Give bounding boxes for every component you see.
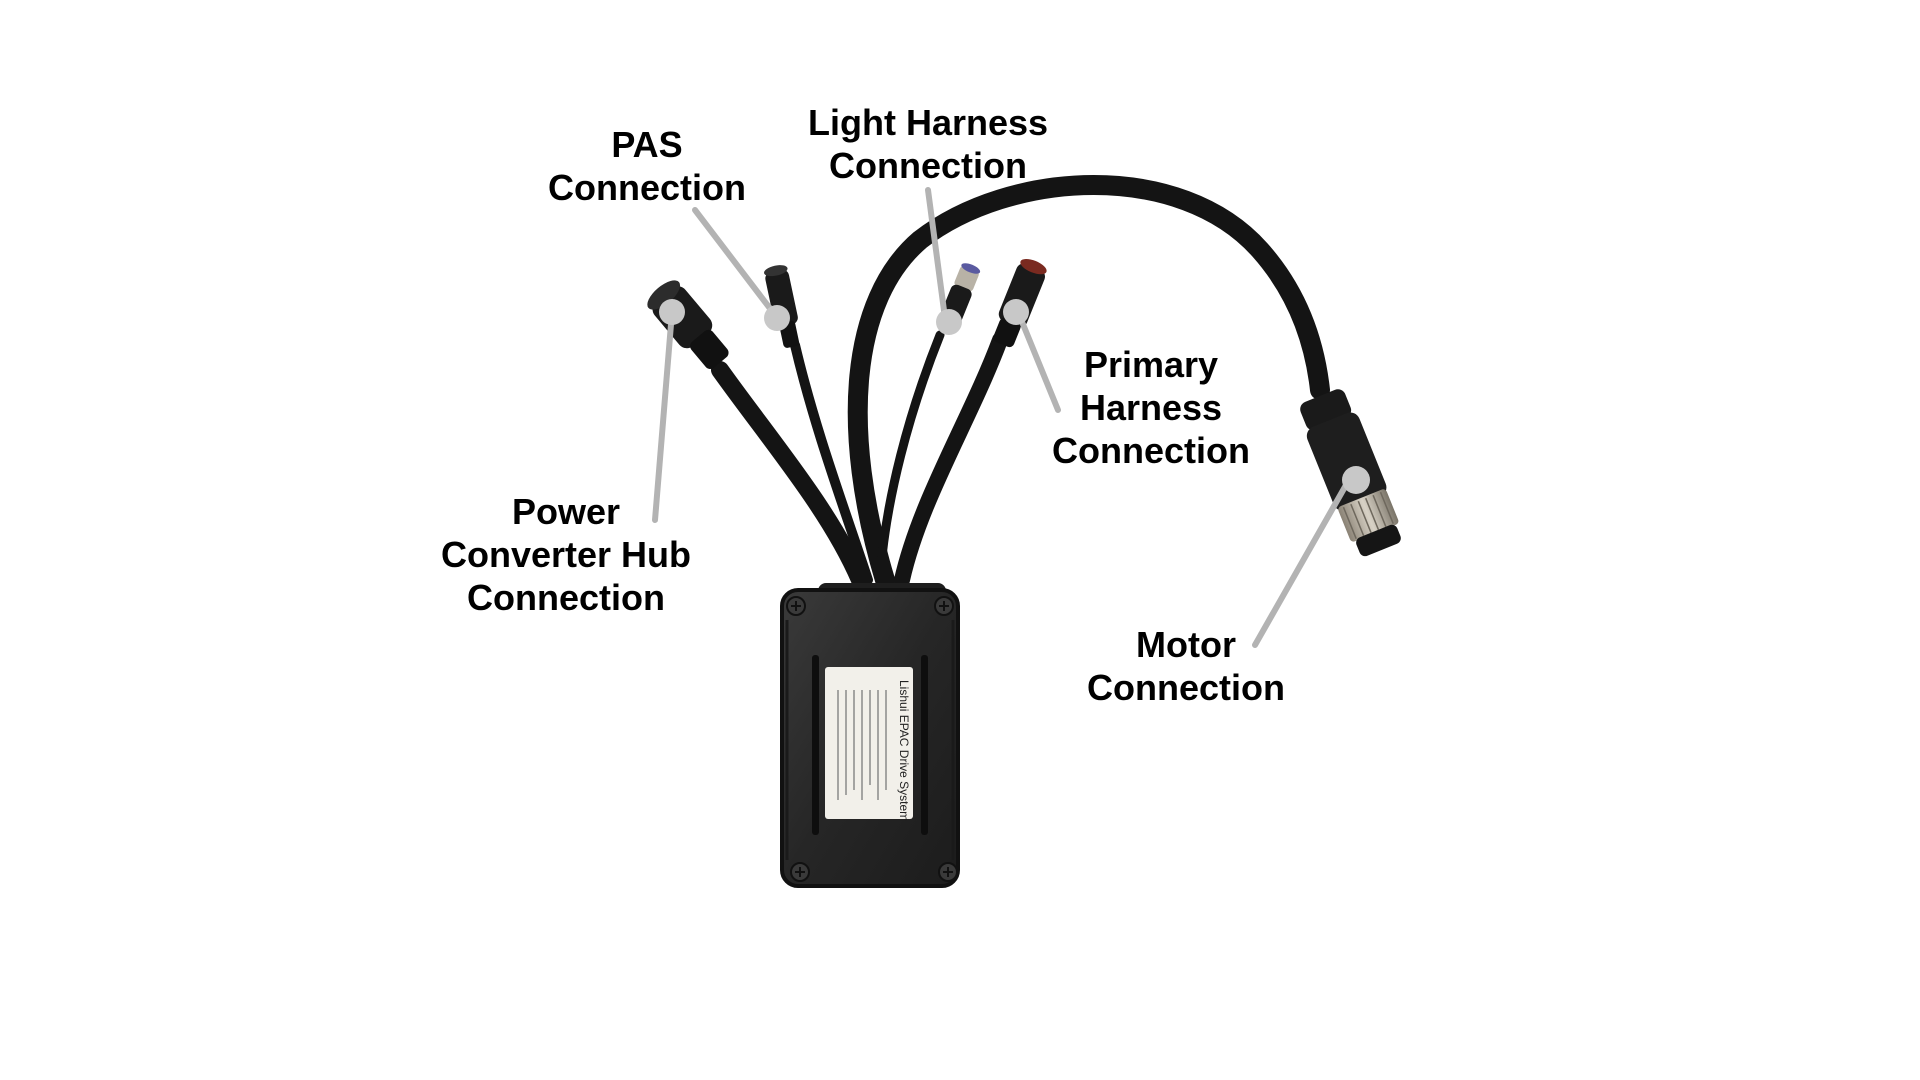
pas-connection-label: PAS Connection [548, 124, 746, 208]
motor-cable [847, 175, 1330, 590]
motor-leader [1252, 475, 1353, 648]
controller-housing: Lishui EPAC Drive System [780, 583, 960, 888]
product-sticker: Lishui EPAC Drive System [825, 667, 913, 821]
power-cable [711, 361, 869, 589]
light-harness-connection-label: Light Harness Connection [807, 102, 1049, 186]
primary-cable [894, 332, 1008, 588]
power-connector [647, 280, 729, 369]
power-leader [652, 309, 675, 523]
light-leader-dot [936, 309, 962, 335]
pas-leader [692, 207, 778, 318]
motor-leader-dot [1342, 466, 1370, 494]
primary-leader-dot [1003, 299, 1029, 325]
light-cable [875, 330, 945, 585]
primary-leader [1015, 309, 1061, 413]
pas-leader-dot [764, 305, 790, 331]
power-converter-hub-connection-label: Power Converter Hub Connection [440, 491, 692, 618]
primary-harness-connection-label: Primary Harness Connection [1052, 344, 1250, 471]
light-leader [925, 187, 948, 321]
power-leader-dot [659, 299, 685, 325]
leader-lines [652, 187, 1353, 648]
sticker-brand-text: Lishui EPAC Drive System [897, 680, 911, 821]
motor-connection-label: Motor Connection [1087, 624, 1285, 708]
cables [711, 175, 1330, 590]
leader-dots [659, 299, 1370, 494]
pas-cable [790, 340, 873, 585]
